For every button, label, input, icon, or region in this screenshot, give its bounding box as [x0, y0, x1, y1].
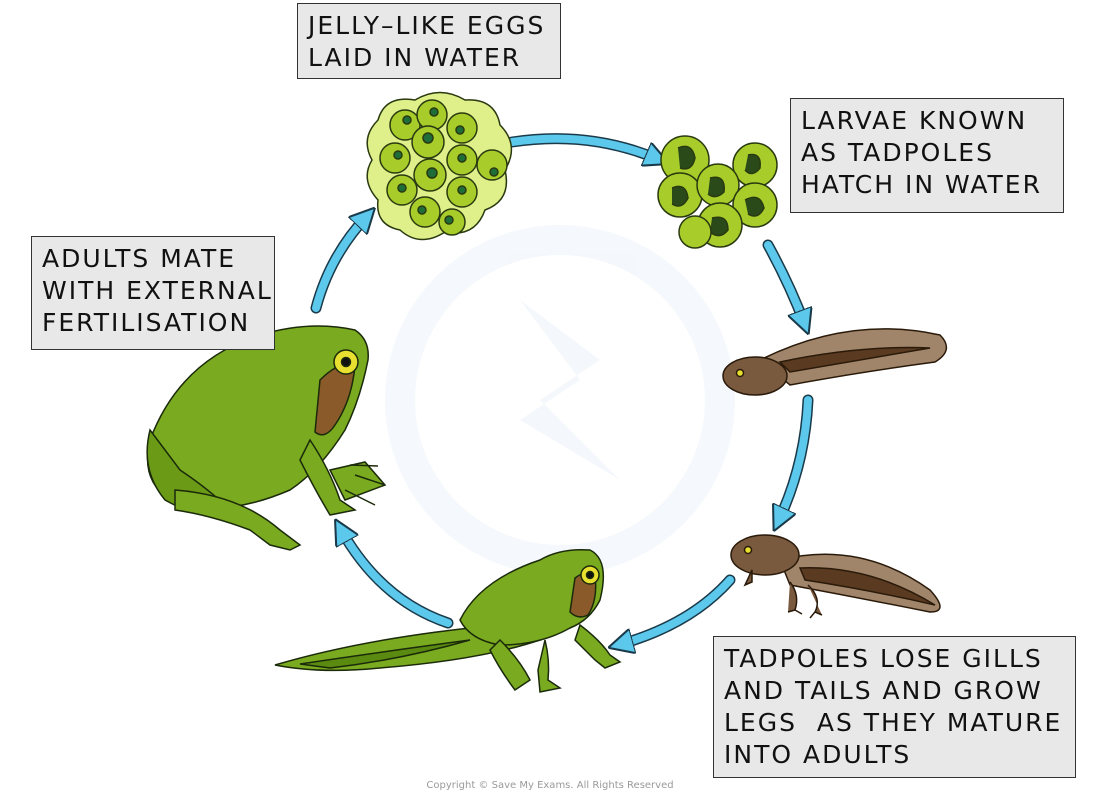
cycle-arrow-icon — [340, 528, 454, 629]
copyright-notice: Copyright © Save My Exams. All Rights Re… — [426, 780, 674, 791]
frog-spawn-icon — [366, 91, 513, 241]
legged-tadpole-icon — [730, 534, 941, 619]
caption-tadpoles-line: LEGS AS THEY MATURE — [724, 708, 1063, 737]
caption-tadpoles: TADPOLES LOSE GILLS AND TAILS AND GROW L… — [713, 636, 1076, 778]
adult-frog-icon — [146, 325, 387, 551]
watermark-logo — [385, 225, 735, 575]
caption-adults-line: WITH EXTERNAL — [42, 276, 273, 305]
caption-larvae: LARVAE KNOWN AS TADPOLES HATCH IN WATER — [790, 98, 1064, 213]
caption-larvae-line: AS TADPOLES — [801, 138, 994, 167]
caption-eggs: JELLY–LIKE EGGS LAID IN WATER — [297, 3, 561, 79]
caption-adults: ADULTS MATE WITH EXTERNAL FERTILISATION — [31, 236, 275, 350]
caption-tadpoles-line: INTO ADULTS — [724, 740, 912, 769]
caption-eggs-line: JELLY–LIKE EGGS — [308, 11, 546, 40]
cycle-arrows — [310, 133, 814, 645]
cycle-arrow-icon — [762, 239, 805, 325]
froglet-icon — [274, 548, 622, 693]
caption-eggs-line: LAID IN WATER — [308, 43, 522, 72]
caption-larvae-line: LARVAE KNOWN — [801, 106, 1028, 135]
cycle-arrow-icon — [310, 215, 368, 314]
hatching-eggs-icon — [657, 135, 778, 249]
cycle-arrow-icon — [778, 394, 814, 522]
caption-adults-line: FERTILISATION — [42, 308, 251, 337]
caption-larvae-line: HATCH IN WATER — [801, 170, 1042, 199]
caption-adults-line: ADULTS MATE — [42, 244, 237, 273]
caption-tadpoles-line: TADPOLES LOSE GILLS — [724, 644, 1043, 673]
caption-tadpoles-line: AND TAILS AND GROW — [724, 676, 1043, 705]
cycle-arrow-icon — [618, 574, 736, 645]
cycle-arrow-icon — [506, 133, 660, 160]
tadpole-icon — [722, 328, 948, 396]
